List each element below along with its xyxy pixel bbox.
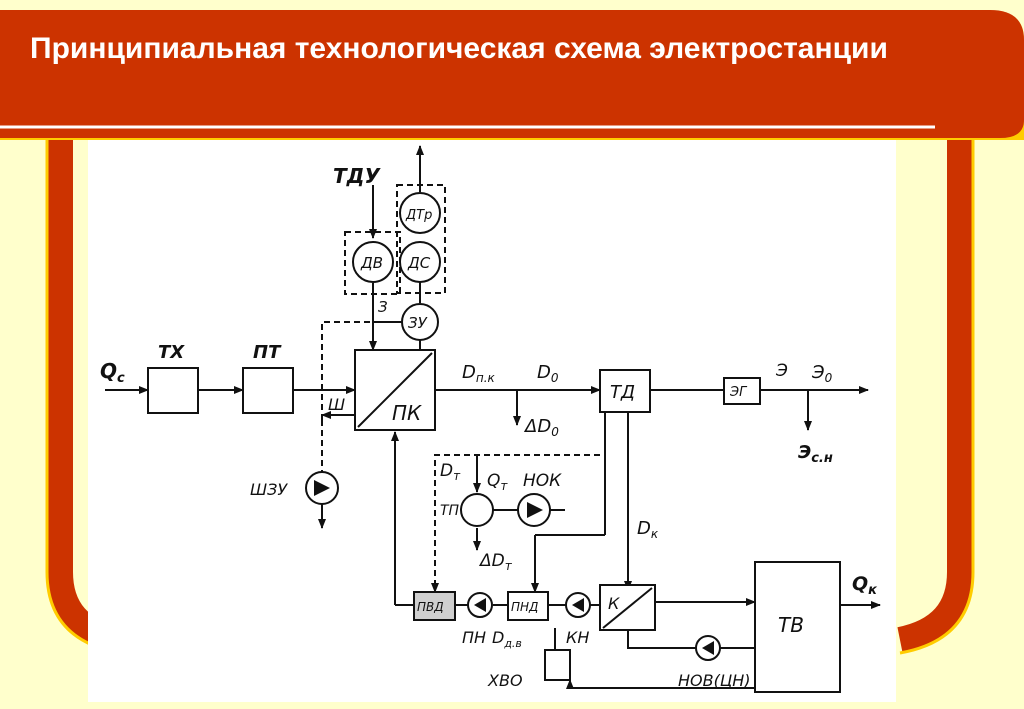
ds-circle <box>399 241 441 283</box>
pk-diagonal <box>357 352 433 428</box>
label-nok: НОК <box>523 471 562 491</box>
label-e-sn: Эс.н <box>798 442 833 466</box>
kn-pump-triangle <box>572 598 584 612</box>
eg-box <box>723 377 761 405</box>
label-delta-dt: ΔDт <box>478 551 513 573</box>
power-plant-diagram: Qc ТХ ПТ ТДУ ДТр ДВ ДС З ЗУ Ш ПК ШЗУ Dп.… <box>88 140 896 702</box>
header-bar <box>0 10 1024 138</box>
tv-box <box>754 561 841 693</box>
cooling-to-k <box>627 630 697 649</box>
label-tp: ТП <box>440 503 460 519</box>
label-pt: ПТ <box>253 342 282 363</box>
label-dtr: ДТр <box>405 208 432 223</box>
label-z: З <box>378 298 388 316</box>
label-e: Э <box>775 361 788 381</box>
label-pk: ПК <box>392 401 422 425</box>
k-diagonal <box>602 587 653 629</box>
label-tdu: ТДУ <box>333 164 381 188</box>
label-td: ТД <box>610 382 635 403</box>
right-bracket <box>897 140 973 653</box>
ash-loop-dashed <box>321 321 372 420</box>
label-q-t: Qт <box>487 471 508 493</box>
label-pnd: ПНД <box>511 600 538 614</box>
label-q-c: Qc <box>100 359 125 386</box>
label-d-t: Dт <box>440 461 461 483</box>
shzu-pump-triangle <box>314 480 330 496</box>
label-delta-d0: ΔD0 <box>523 416 559 439</box>
label-tv: ТВ <box>778 613 804 637</box>
label-d-0: D0 <box>537 362 559 385</box>
label-d-pk: Dп.к <box>462 362 496 385</box>
pvd-box <box>413 591 456 621</box>
pnd-box <box>507 591 549 621</box>
heating-dashed-line <box>431 454 600 593</box>
nok-pump-triangle <box>527 502 543 518</box>
slide-title: Принципиальная технологическая схема эле… <box>30 32 888 65</box>
label-shzu: ШЗУ <box>250 480 288 499</box>
label-kn: КН <box>566 628 589 647</box>
dtr-circle <box>399 192 441 234</box>
zu-circle <box>401 303 439 341</box>
tx-box <box>147 367 199 414</box>
tv-to-hvo <box>566 679 755 689</box>
tp-circle <box>460 493 494 527</box>
label-ds: ДС <box>407 254 431 272</box>
pn-pump-triangle <box>474 598 486 612</box>
label-pvd: ПВД <box>417 600 444 614</box>
label-eg: ЭГ <box>729 385 748 400</box>
label-e-0: Э0 <box>811 362 833 385</box>
label-hvo: ХВО <box>487 671 523 690</box>
label-d-k: Dк <box>637 518 659 541</box>
nov-pump-triangle <box>702 641 714 655</box>
label-dv: ДВ <box>360 254 383 272</box>
label-sh: Ш <box>328 395 345 414</box>
pt-box <box>242 367 294 414</box>
td-box <box>599 369 651 413</box>
hvo-box <box>544 649 571 681</box>
label-pn: ПН <box>462 628 486 647</box>
dv-circle <box>352 241 394 283</box>
label-k: К <box>608 594 620 613</box>
label-zu: ЗУ <box>408 314 428 332</box>
label-q-k: Qк <box>852 573 878 598</box>
exhaust-group-box <box>396 184 446 294</box>
label-nov: НОВ(ЦН) <box>678 671 751 690</box>
right-bracket-accent <box>899 140 975 655</box>
label-tx: ТХ <box>158 342 185 363</box>
label-d-dv: Dд.в <box>492 628 522 650</box>
